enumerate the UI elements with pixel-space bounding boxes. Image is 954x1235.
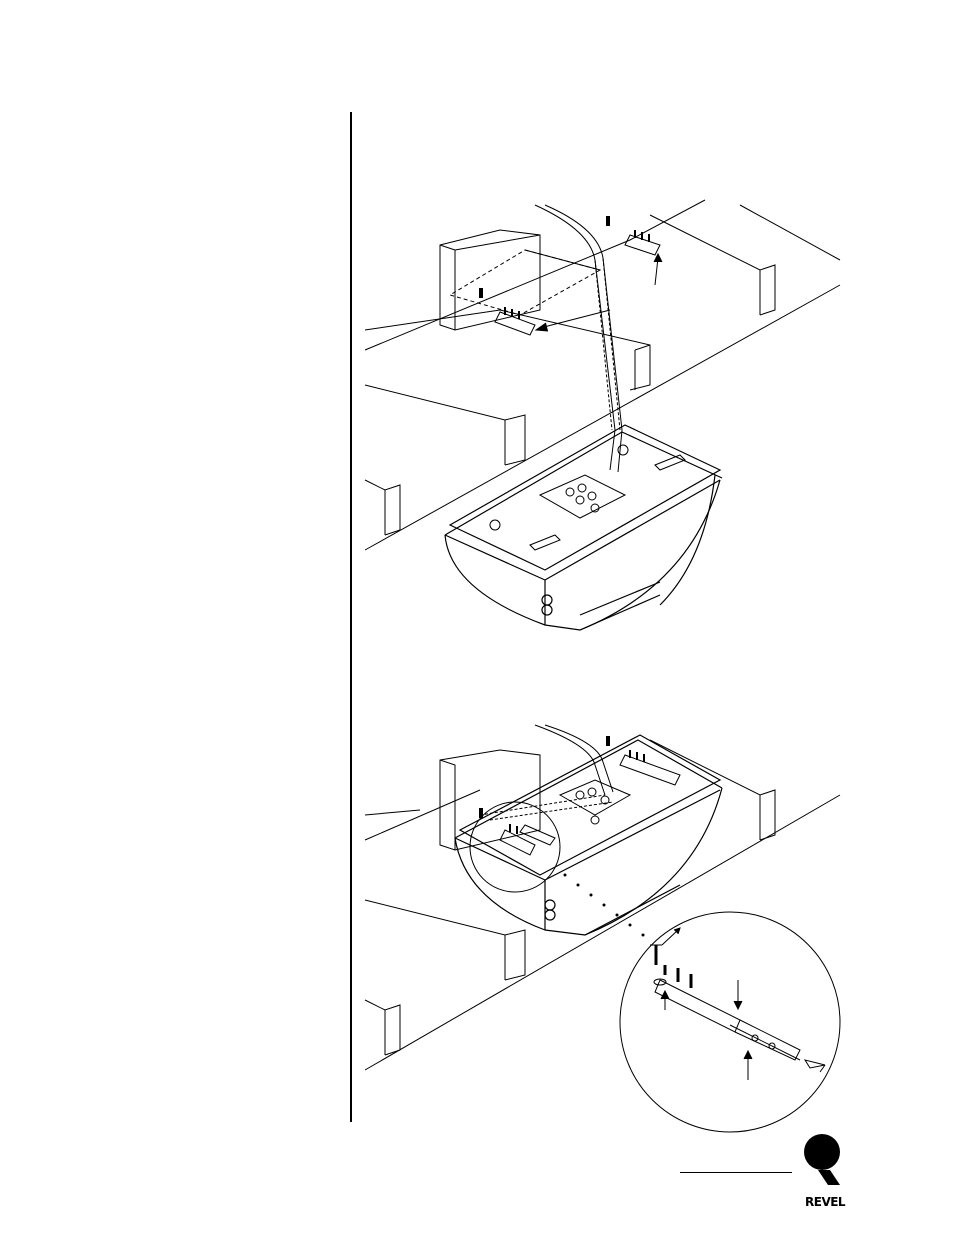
screw-icon [479, 216, 610, 298]
bracket-slot [490, 445, 685, 550]
detail-arrows [661, 928, 825, 1080]
svg-text:REVEL: REVEL [805, 1195, 846, 1209]
mounting-bracket [495, 230, 660, 335]
revel-logo: REVEL [800, 1130, 870, 1210]
detail-bracket [650, 945, 800, 1060]
speaker-cable [535, 205, 622, 472]
ceiling-panel [365, 790, 840, 1070]
speaker-enclosure [455, 735, 722, 935]
bracket-insertion-illustration [360, 720, 860, 1130]
ceiling-panel [365, 200, 840, 550]
speaker-cable [480, 725, 613, 820]
footer-rule [680, 1172, 792, 1173]
terminal-plate [540, 475, 625, 518]
ceiling-mount-illustration [360, 200, 860, 640]
ceiling-joists [365, 740, 775, 1055]
terminal-plate [560, 780, 630, 824]
column-divider [350, 112, 352, 1122]
